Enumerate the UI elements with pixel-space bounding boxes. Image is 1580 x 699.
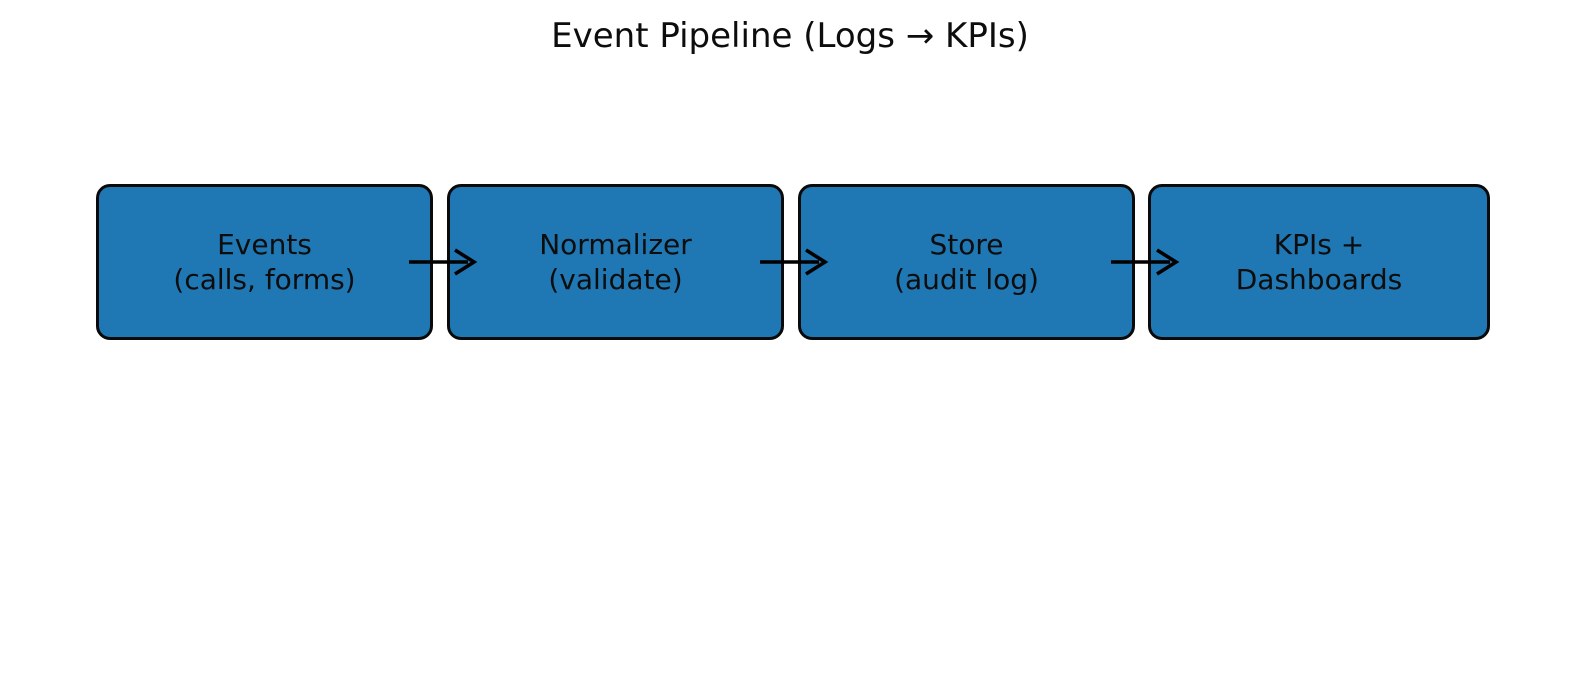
node-events-line1: Events <box>217 228 312 261</box>
node-kpis-line2: Dashboards <box>1235 263 1403 296</box>
diagram-title: Event Pipeline (Logs → KPIs) <box>551 16 1029 56</box>
node-events[interactable]: Events(calls, forms) <box>96 184 433 340</box>
node-events-label: Events(calls, forms) <box>167 227 361 297</box>
node-normalizer-line2: (validate) <box>548 263 683 296</box>
node-store-label: Store(audit log) <box>888 227 1045 297</box>
node-store[interactable]: Store(audit log) <box>798 184 1135 340</box>
node-kpis-label: KPIs +Dashboards <box>1230 227 1409 297</box>
node-store-line2: (audit log) <box>894 263 1039 296</box>
node-kpis[interactable]: KPIs +Dashboards <box>1148 184 1490 340</box>
node-events-line2: (calls, forms) <box>173 263 356 296</box>
node-normalizer-line1: Normalizer <box>539 228 692 261</box>
node-store-line1: Store <box>929 228 1004 261</box>
node-normalizer-label: Normalizer(validate) <box>533 227 698 297</box>
node-normalizer[interactable]: Normalizer(validate) <box>447 184 784 340</box>
node-kpis-line1: KPIs + <box>1273 228 1365 261</box>
